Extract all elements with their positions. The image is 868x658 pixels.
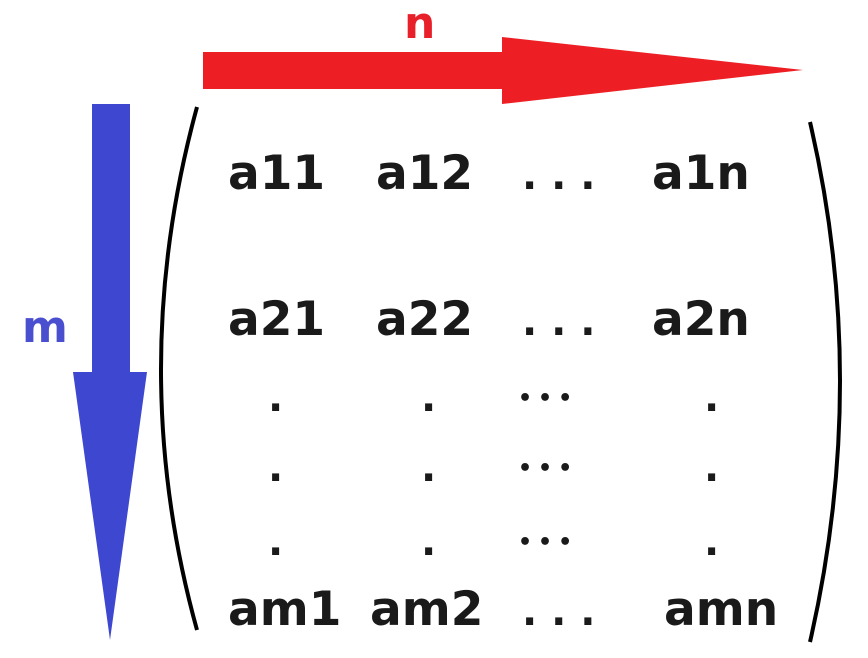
matrix-cell-a21: a21 (228, 292, 326, 347)
matrix-cell-vdot: . (704, 445, 720, 491)
matrix-cell-am2: am2 (370, 582, 484, 637)
matrix-cell-a22: a22 (376, 292, 474, 347)
matrix-cell-a1n: a1n (652, 146, 750, 201)
matrix-cell-ellipsis: . . . (522, 299, 596, 345)
matrix-cell-vdot: . (704, 519, 720, 565)
matrix-cell-a12: a12 (376, 146, 474, 201)
m-direction-arrow (73, 104, 147, 640)
matrix-cell-vdot: . (421, 519, 437, 565)
matrix-cell-ddot: ••• (518, 456, 579, 481)
n-label: n (404, 0, 436, 49)
left-bracket (159, 106, 199, 631)
matrix-cell-amn: amn (664, 582, 779, 637)
matrix-cell-vdot: . (421, 375, 437, 421)
matrix-cell-vdot: . (421, 445, 437, 491)
matrix-cell-a2n: a2n (652, 292, 750, 347)
matrix-cell-a11: a11 (228, 146, 326, 201)
matrix-cell-vdot: . (268, 445, 284, 491)
m-label: m (22, 302, 68, 353)
n-direction-arrow (203, 37, 803, 104)
matrix-cell-vdot: . (704, 375, 720, 421)
matrix-cell-ddot: ••• (518, 530, 579, 555)
matrix-cell-ellipsis: . . . (522, 153, 596, 199)
matrix-cell-am1: am1 (228, 582, 342, 637)
matrix-cell-vdot: . (268, 375, 284, 421)
matrix-cell-vdot: . (268, 519, 284, 565)
matrix-cell-ddot: ••• (518, 386, 579, 411)
matrix-cell-ellipsis: . . . (522, 589, 596, 635)
right-bracket (808, 121, 842, 643)
